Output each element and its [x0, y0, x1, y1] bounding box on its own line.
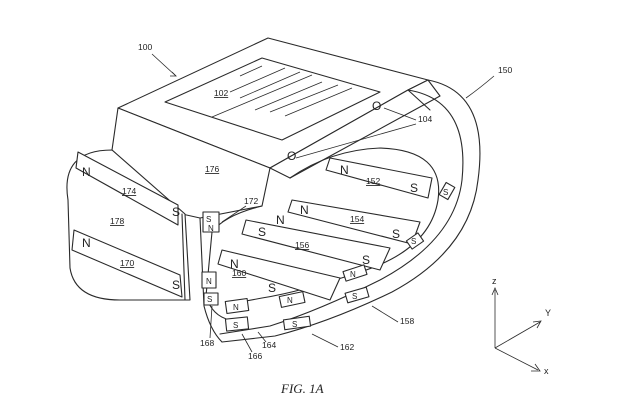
pole-s-174: S	[172, 205, 180, 219]
ref-100: 100	[138, 42, 152, 52]
display-hatching	[211, 65, 353, 118]
ref-160: 160	[232, 268, 246, 278]
pole-n-edge-5: N	[287, 296, 293, 305]
pole-s-edge-1: S	[443, 188, 448, 197]
connector-172	[202, 211, 220, 233]
pole-s-172: S	[206, 215, 211, 224]
pole-n-160: N	[230, 257, 239, 271]
pole-s-170: S	[172, 278, 180, 292]
pole-s-160: S	[268, 281, 276, 295]
end-magnet-168-lower	[203, 292, 219, 306]
ref-170: 170	[120, 258, 134, 268]
axis-indicator: z Y x	[491, 276, 551, 376]
ref-152: 152	[366, 176, 380, 186]
magnet-156	[241, 219, 391, 271]
ref-174: 174	[122, 186, 136, 196]
pole-n-168: N	[206, 277, 212, 286]
ref-178: 178	[110, 216, 124, 226]
ref-150: 150	[498, 65, 512, 75]
display-screen	[164, 57, 381, 141]
axis-x-label: x	[544, 366, 549, 376]
pole-s-edge-6: S	[292, 320, 297, 329]
pole-s-168: S	[207, 295, 212, 304]
ref-162: 162	[340, 342, 354, 352]
connector-o-1: O	[372, 99, 381, 113]
end-magnet-168-upper	[201, 271, 217, 289]
pole-n-152: N	[340, 163, 349, 177]
magnet-170-strip	[71, 229, 183, 298]
pole-s-edge-4: S	[352, 292, 357, 301]
edge-magnet-lower-2	[282, 315, 312, 331]
ref-176: 176	[205, 164, 219, 174]
axis-z-label: z	[492, 276, 497, 286]
pole-n-154: N	[300, 203, 309, 217]
edge-magnet-mid-1	[342, 264, 368, 282]
pole-s-156: S	[258, 225, 266, 239]
device-housing	[111, 37, 441, 219]
pole-s-152: S	[410, 181, 418, 195]
ref-164: 164	[262, 340, 276, 350]
edge-magnet-164	[224, 297, 250, 315]
ref-102: 102	[214, 88, 228, 98]
magnet-152	[325, 157, 433, 199]
band-outer-edge-2	[221, 79, 481, 343]
edge-magnet-mid-2	[344, 286, 370, 304]
pole-s-edge-2: S	[411, 237, 416, 246]
pole-n-156: N	[276, 213, 285, 227]
pole-n-170: N	[82, 236, 91, 250]
axis-y-label: Y	[545, 308, 551, 318]
ref-166: 166	[248, 351, 262, 361]
ref-168: 168	[200, 338, 214, 348]
ref-154: 154	[350, 214, 364, 224]
pole-s-edge-166: S	[233, 321, 238, 330]
ref-104: 104	[418, 114, 432, 124]
reference-labels: 100 150 104 102 176 174 178 170 152 154 …	[110, 42, 512, 361]
edge-magnet-lower-1	[278, 291, 306, 308]
band	[201, 79, 481, 343]
connector-o-2: O	[287, 149, 296, 163]
ref-156: 156	[295, 240, 309, 250]
pole-markers: N S N S N S N S S S N N S S S N S N S N …	[82, 99, 448, 330]
magnet-174-strip	[75, 151, 179, 226]
left-band	[66, 149, 205, 307]
ref-158: 158	[400, 316, 414, 326]
ref-172: 172	[244, 196, 258, 206]
magnet-160	[217, 249, 341, 301]
pole-s-154: S	[392, 227, 400, 241]
figure-caption: FIG. 1A	[280, 381, 324, 396]
edge-magnet-upper-2	[405, 232, 425, 250]
pole-n-174: N	[82, 165, 91, 179]
edge-magnet-166	[224, 316, 250, 332]
pole-n-172: N	[208, 224, 214, 233]
edge-magnet-upper-1	[438, 181, 456, 201]
band-outer-edge	[219, 89, 464, 335]
pole-s-156b: S	[362, 253, 370, 267]
pole-n-edge-3: N	[350, 270, 356, 279]
pole-n-edge-164: N	[233, 303, 239, 312]
